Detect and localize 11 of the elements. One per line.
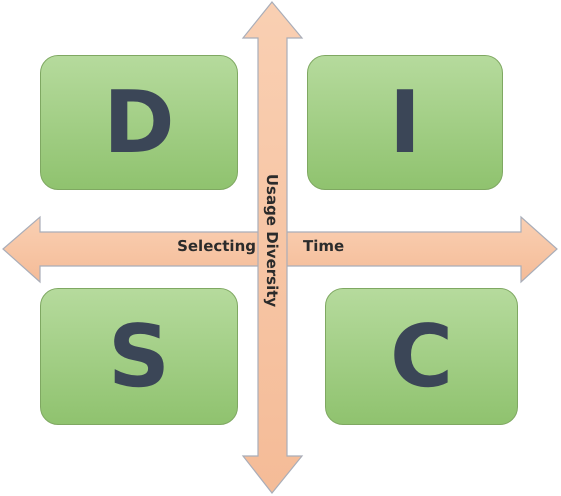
quadrant-box	[40, 55, 238, 190]
axis-label: Selecting	[177, 239, 256, 254]
quadrant-box	[307, 55, 503, 190]
axis-label: Usage Diversity	[264, 173, 280, 307]
axis-label: Time	[303, 239, 344, 254]
quadrant-box	[325, 288, 518, 425]
quadrant-letter: C	[390, 314, 454, 400]
quadrant-letter: D	[103, 80, 175, 166]
quadrant-box	[40, 288, 238, 425]
quadrant-letter: I	[389, 80, 421, 166]
quadrant-letter: S	[108, 314, 170, 400]
